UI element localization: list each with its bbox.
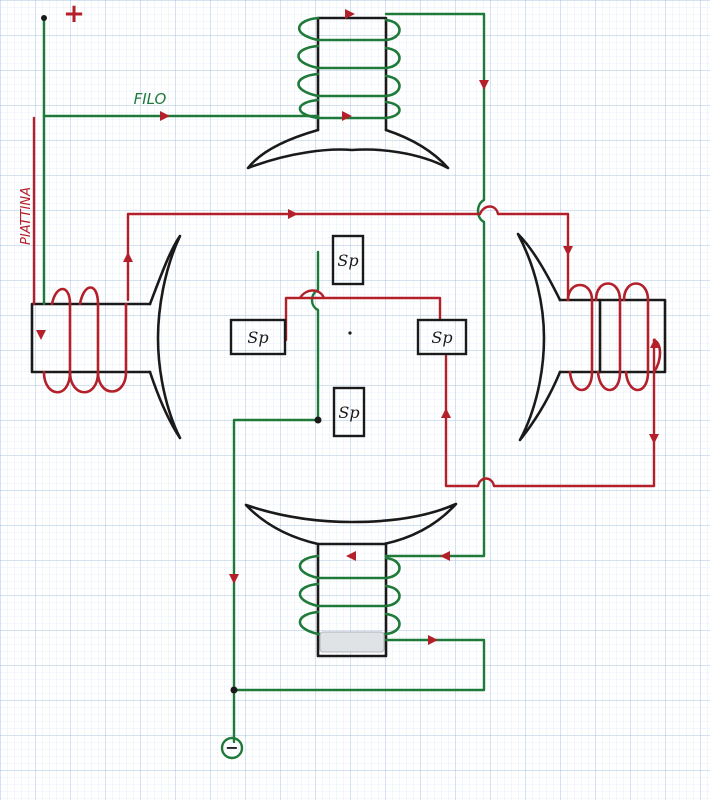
- arrow-bottom-coil-out: [428, 635, 438, 645]
- junction-dot-ground: [230, 686, 238, 694]
- arrow-right-coil-down: [649, 434, 659, 444]
- wire-red-right-return: [444, 338, 656, 488]
- right-core: [558, 298, 667, 374]
- arrow-center-right-up: [441, 408, 451, 418]
- top-pole-shoe: [246, 128, 450, 170]
- bottom-pole-shoe: [244, 502, 458, 546]
- piattina-label: PIATTINA: [19, 187, 34, 245]
- sp-box-left: Sp: [229, 318, 287, 356]
- left-coil: [42, 286, 128, 394]
- arrow-red-top: [288, 209, 298, 219]
- arrow-top-right: [345, 9, 355, 19]
- sp-box-right: Sp: [416, 318, 468, 356]
- arrow-piattina-down: [36, 330, 46, 340]
- sp-label-top: Sp: [337, 251, 358, 270]
- sp-label-bottom: Sp: [338, 403, 359, 422]
- wire-red-top-loop: [126, 205, 570, 302]
- arrow-left-up: [123, 252, 133, 262]
- center-dot: [348, 331, 352, 335]
- negative-terminal: −: [220, 736, 244, 760]
- arrow-red-right-down: [563, 246, 573, 256]
- sp-box-top: Sp: [331, 234, 365, 286]
- wire-top-right-run: [384, 12, 486, 558]
- sp-label-left: Sp: [247, 328, 268, 347]
- arrow-bottom-right-2: [346, 551, 356, 561]
- sp-label-right: Sp: [431, 328, 452, 347]
- junction-dot-center: [314, 416, 322, 424]
- filo-label: FILO: [134, 90, 167, 108]
- arrow-filo-1: [160, 111, 170, 121]
- arrow-right-coil-up: [650, 338, 660, 348]
- bottom-core: [316, 542, 388, 658]
- arrow-right-down-1: [479, 80, 489, 90]
- right-pole-shoe: [516, 232, 562, 442]
- junction-dot-positive: [41, 15, 47, 21]
- sp-box-bottom: Sp: [332, 386, 366, 438]
- arrow-ground-down: [229, 574, 239, 584]
- left-pole-shoe: [148, 234, 182, 440]
- right-coil: [566, 282, 662, 392]
- arrow-filo-2: [342, 111, 352, 121]
- minus-label: −: [225, 738, 238, 757]
- plus-terminal: +: [63, 0, 85, 29]
- bottom-coil-silver-band: [319, 631, 385, 653]
- top-coil: [297, 16, 401, 120]
- arrow-bottom-right-1: [440, 551, 450, 561]
